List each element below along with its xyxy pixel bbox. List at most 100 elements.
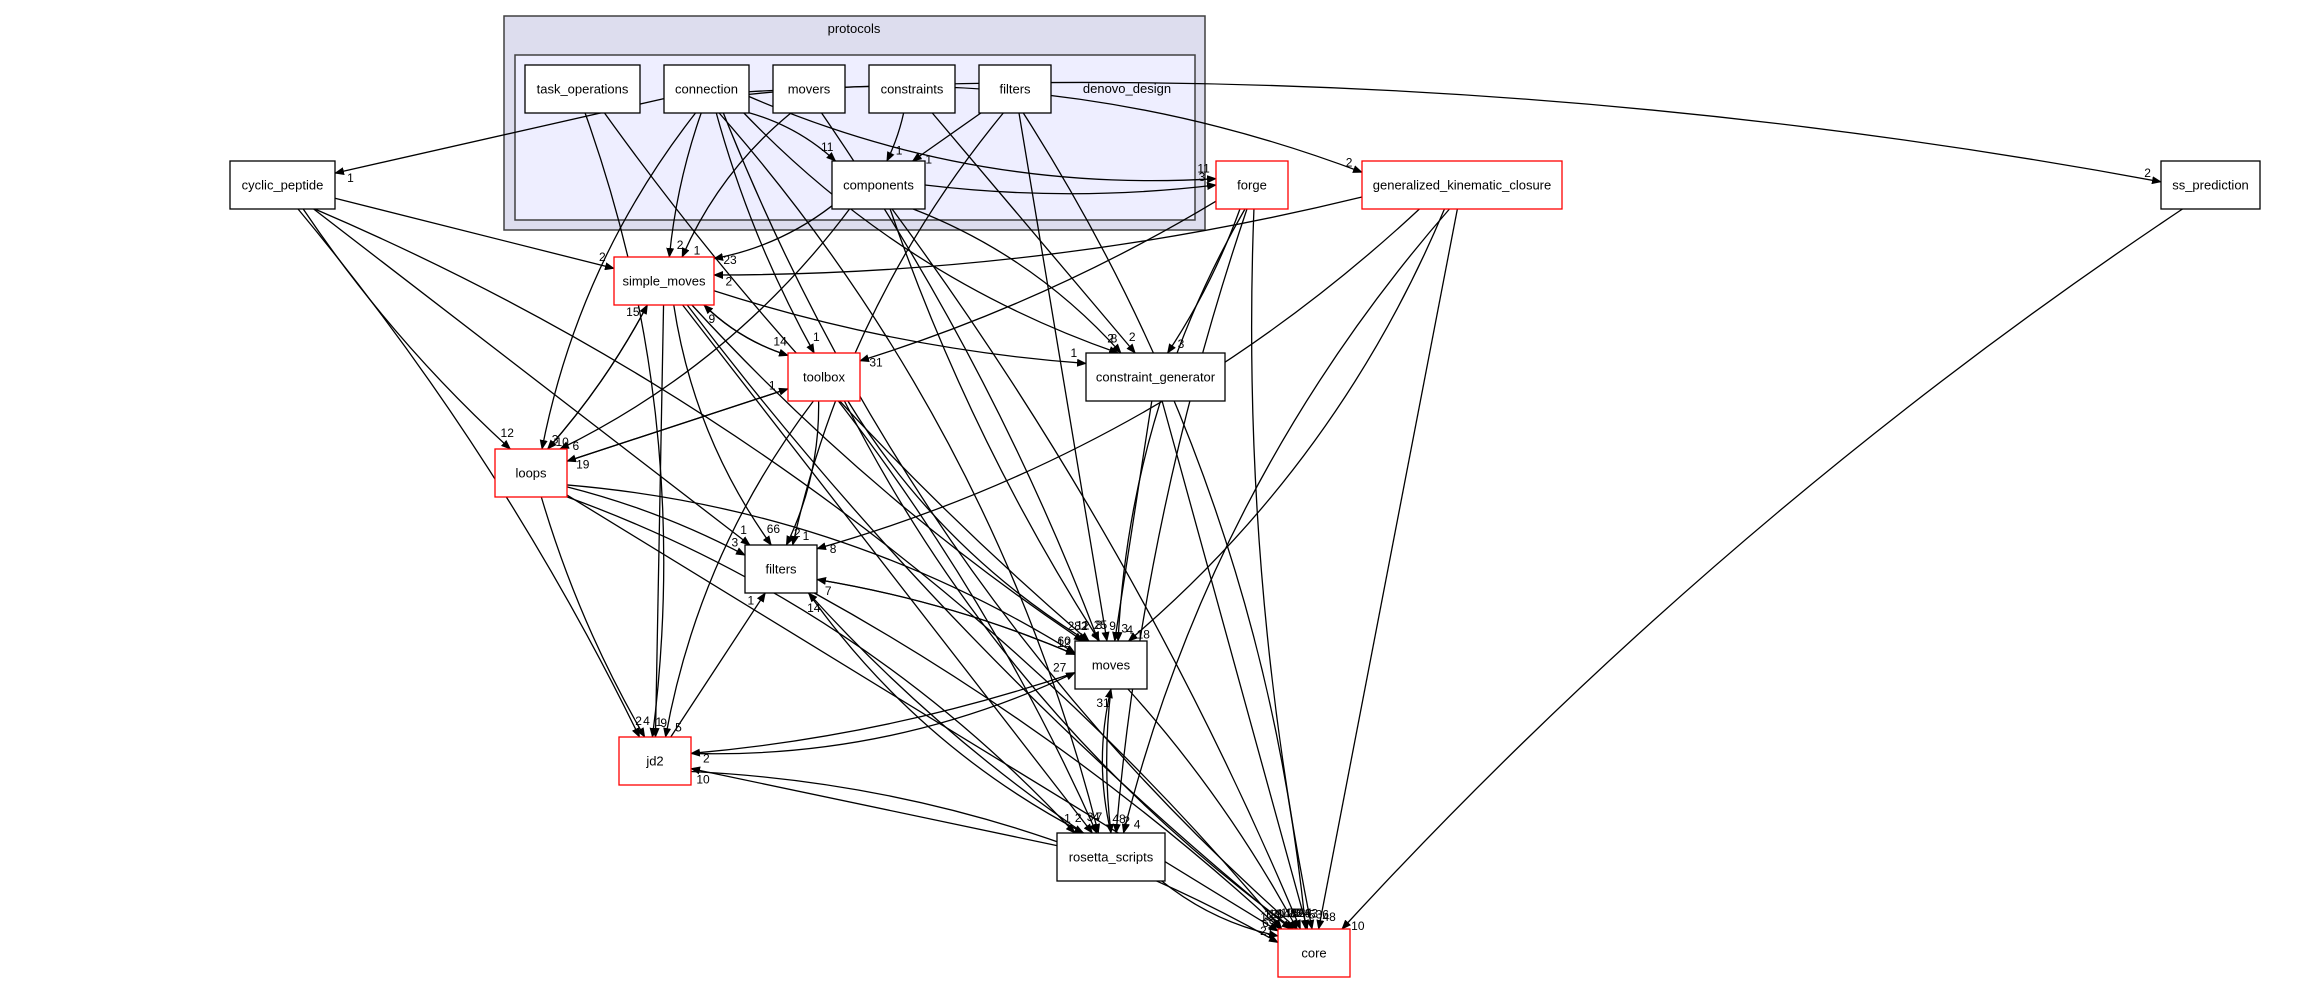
edge-label-loops-to-core[interactable]: 135 bbox=[1260, 910, 1280, 924]
edge-constraints-to-components[interactable] bbox=[886, 112, 905, 162]
edge-label-connection-to-components[interactable]: 11 bbox=[821, 140, 834, 154]
edge-rosetta_scripts-to-jd2[interactable] bbox=[690, 766, 1058, 847]
edge-simple_moves-to-constraint_generator[interactable] bbox=[713, 290, 1087, 367]
edge-label-dd_filters-to-core[interactable]: 4 bbox=[1305, 906, 1312, 920]
edge-filters-to-core[interactable] bbox=[813, 592, 1282, 930]
edge-loops-to-jd2[interactable] bbox=[540, 496, 646, 738]
edge-moves-to-core[interactable] bbox=[1127, 688, 1298, 930]
edge-toolbox-to-loops[interactable] bbox=[566, 388, 789, 463]
edge-label-gkc-to-simple_moves[interactable]: 2 bbox=[726, 274, 733, 288]
edge-label-components-to-forge[interactable]: 3 bbox=[1199, 170, 1206, 184]
edge-connection-to-loops[interactable] bbox=[539, 112, 697, 450]
edge-cyclic_peptide-to-loops[interactable] bbox=[302, 208, 512, 450]
edge-label-rosetta_scripts-to-jd2[interactable]: 10 bbox=[696, 772, 710, 786]
node-filters[interactable]: filters bbox=[744, 544, 818, 594]
edge-label-constraint_generator-to-core[interactable]: 83 bbox=[1305, 906, 1319, 920]
edge-components-to-moves[interactable] bbox=[889, 208, 1100, 642]
node-connection[interactable]: connection bbox=[663, 64, 750, 114]
edge-label-ss_prediction-to-core[interactable]: 10 bbox=[1351, 919, 1365, 933]
edge-toolbox-to-core[interactable] bbox=[843, 400, 1295, 930]
edge-label-constraint_generator-to-moves[interactable]: 3 bbox=[1121, 621, 1128, 635]
edge-label-gkc-to-rosetta_scripts[interactable]: 4 bbox=[1134, 817, 1141, 831]
edge-gkc-to-moves[interactable] bbox=[1127, 208, 1446, 642]
node-movers[interactable]: movers bbox=[772, 64, 846, 114]
edge-dd_filters-to-components[interactable] bbox=[911, 112, 982, 162]
edge-label-gkc-to-moves[interactable]: 18 bbox=[1137, 627, 1151, 641]
edge-dd_filters-to-core[interactable] bbox=[1022, 112, 1309, 930]
edge-label-components-to-moves[interactable]: 25 bbox=[1094, 618, 1108, 632]
edge-label-simple_moves-to-moves[interactable]: 282 bbox=[1068, 619, 1088, 633]
edge-components-to-core[interactable] bbox=[891, 208, 1301, 930]
edge-loops-to-simple_moves[interactable] bbox=[547, 304, 648, 450]
edge-label-dd_filters-to-components[interactable]: 1 bbox=[925, 152, 932, 166]
edge-label-connection-to-rosetta_scripts[interactable]: 7 bbox=[1096, 810, 1103, 824]
edge-components-to-simple_moves[interactable] bbox=[713, 205, 833, 261]
edge-gkc-to-rosetta_scripts[interactable] bbox=[1121, 208, 1450, 834]
edge-connection-to-rosetta_scripts[interactable] bbox=[718, 112, 1101, 834]
edge-label-toolbox-to-jd2[interactable]: 5 bbox=[675, 720, 682, 734]
edge-simple_moves-to-filters[interactable] bbox=[673, 304, 772, 546]
edge-cyclic_peptide-to-jd2[interactable] bbox=[297, 208, 641, 738]
edge-label-toolbox-to-rosetta_scripts[interactable]: 4 bbox=[1093, 810, 1100, 824]
edge-connection-to-simple_moves[interactable] bbox=[666, 112, 702, 258]
edge-label-connection-to-core[interactable]: 78 bbox=[1289, 906, 1303, 920]
edge-label-jd2-to-moves[interactable]: 27 bbox=[1053, 661, 1067, 675]
edge-label-toolbox-to-loops[interactable]: 19 bbox=[576, 457, 590, 471]
node-rosetta-scripts[interactable]: rosetta_scripts bbox=[1056, 832, 1166, 882]
edge-label-simple_moves-to-jd2[interactable]: 9 bbox=[660, 716, 667, 730]
edge-label-filters-to-moves[interactable]: 12 bbox=[1057, 636, 1071, 650]
edge-label-loops-to-simple_moves[interactable]: 15 bbox=[626, 305, 640, 319]
edge-cyclic_peptide-to-filters[interactable] bbox=[313, 208, 751, 546]
edge-label-movers-to-moves[interactable]: 8 bbox=[1096, 618, 1103, 632]
edge-label-loops-to-jd2[interactable]: 4 bbox=[643, 714, 650, 728]
edge-label-connection-to-toolbox[interactable]: 1 bbox=[813, 330, 820, 344]
node-moves[interactable]: moves bbox=[1074, 640, 1148, 690]
edge-simple_moves-to-core[interactable] bbox=[686, 304, 1292, 930]
edge-forge-to-moves[interactable] bbox=[1114, 208, 1246, 642]
edge-label-toolbox-to-moves[interactable]: 12 bbox=[1076, 618, 1090, 632]
node-task-operations[interactable]: task_operations bbox=[524, 64, 641, 114]
edge-simple_moves-to-moves[interactable] bbox=[691, 304, 1084, 642]
edge-connection-to-components[interactable] bbox=[748, 112, 837, 162]
edge-rosetta_scripts-to-core[interactable] bbox=[1161, 880, 1279, 939]
edge-label-cyclic_peptide-to-filters[interactable]: 1 bbox=[740, 523, 747, 537]
edge-connection-to-constraint_generator[interactable] bbox=[743, 112, 1120, 354]
edge-label-forge-to-constraint_generator[interactable]: 3 bbox=[1178, 337, 1185, 351]
node-cyclic-peptide[interactable]: cyclic_peptide bbox=[229, 160, 336, 210]
edge-label-rosetta_scripts-to-core[interactable]: 69 bbox=[1262, 916, 1276, 930]
edge-label-connection-to-cyclic_peptide[interactable]: 1 bbox=[347, 171, 354, 185]
edge-rosetta_scripts-to-filters[interactable] bbox=[807, 592, 1084, 834]
edge-gkc-to-simple_moves[interactable] bbox=[713, 196, 1363, 279]
edge-cyclic_peptide-to-simple_moves[interactable] bbox=[334, 197, 615, 271]
edge-label-dd_filters-to-moves[interactable]: 9 bbox=[1109, 619, 1116, 633]
edge-moves-to-rosetta_scripts[interactable] bbox=[1105, 688, 1114, 834]
edge-jd2-to-filters[interactable] bbox=[670, 592, 766, 738]
edge-label-rosetta_scripts-to-moves[interactable]: 31 bbox=[1096, 696, 1110, 710]
edge-label-task_operations-to-moves[interactable]: 1 bbox=[1082, 618, 1089, 632]
edge-filters-to-rosetta_scripts[interactable] bbox=[807, 592, 1085, 834]
edge-label-simple_moves-to-core[interactable]: 148 bbox=[1277, 906, 1297, 920]
edge-label-simple_moves-to-constraint_generator[interactable]: 1 bbox=[1070, 346, 1077, 360]
edge-label-connection-to-constraint_generator[interactable]: 2 bbox=[1107, 332, 1114, 346]
edge-label-forge-to-moves[interactable]: 4 bbox=[1126, 623, 1133, 637]
edge-label-toolbox-to-filters[interactable]: 2 bbox=[794, 526, 801, 540]
node-gkc[interactable]: generalized_kinematic_closure bbox=[1361, 160, 1563, 210]
edge-components-to-constraint_generator[interactable] bbox=[912, 208, 1122, 354]
edge-gkc-to-filters[interactable] bbox=[816, 208, 1420, 551]
edge-label-forge-to-rosetta_scripts[interactable]: 2 bbox=[1123, 814, 1130, 828]
edge-filters-to-moves[interactable] bbox=[816, 578, 1076, 656]
edge-label-toolbox-to-core[interactable]: 120 bbox=[1281, 906, 1301, 920]
node-dd-filters[interactable]: filters bbox=[978, 64, 1052, 114]
node-constraints[interactable]: constraints bbox=[868, 64, 956, 114]
edge-forge-to-core[interactable] bbox=[1250, 208, 1315, 930]
edge-label-gkc-to-filters[interactable]: 8 bbox=[830, 542, 837, 556]
edge-loops-to-filters[interactable] bbox=[566, 486, 746, 556]
edge-label-simple_moves-to-rosetta_scripts[interactable]: 3 bbox=[1087, 810, 1094, 824]
edge-label-constraints-to-components[interactable]: 1 bbox=[896, 143, 903, 157]
node-core[interactable]: core bbox=[1277, 928, 1351, 978]
edge-task_operations-to-jd2[interactable] bbox=[584, 112, 665, 738]
edge-label-simple_moves-to-filters[interactable]: 66 bbox=[767, 522, 781, 536]
edge-jd2-to-moves[interactable] bbox=[690, 671, 1076, 755]
edge-constraint_generator-to-core[interactable] bbox=[1161, 400, 1309, 930]
edge-ss_prediction-to-core[interactable] bbox=[1341, 208, 2183, 930]
